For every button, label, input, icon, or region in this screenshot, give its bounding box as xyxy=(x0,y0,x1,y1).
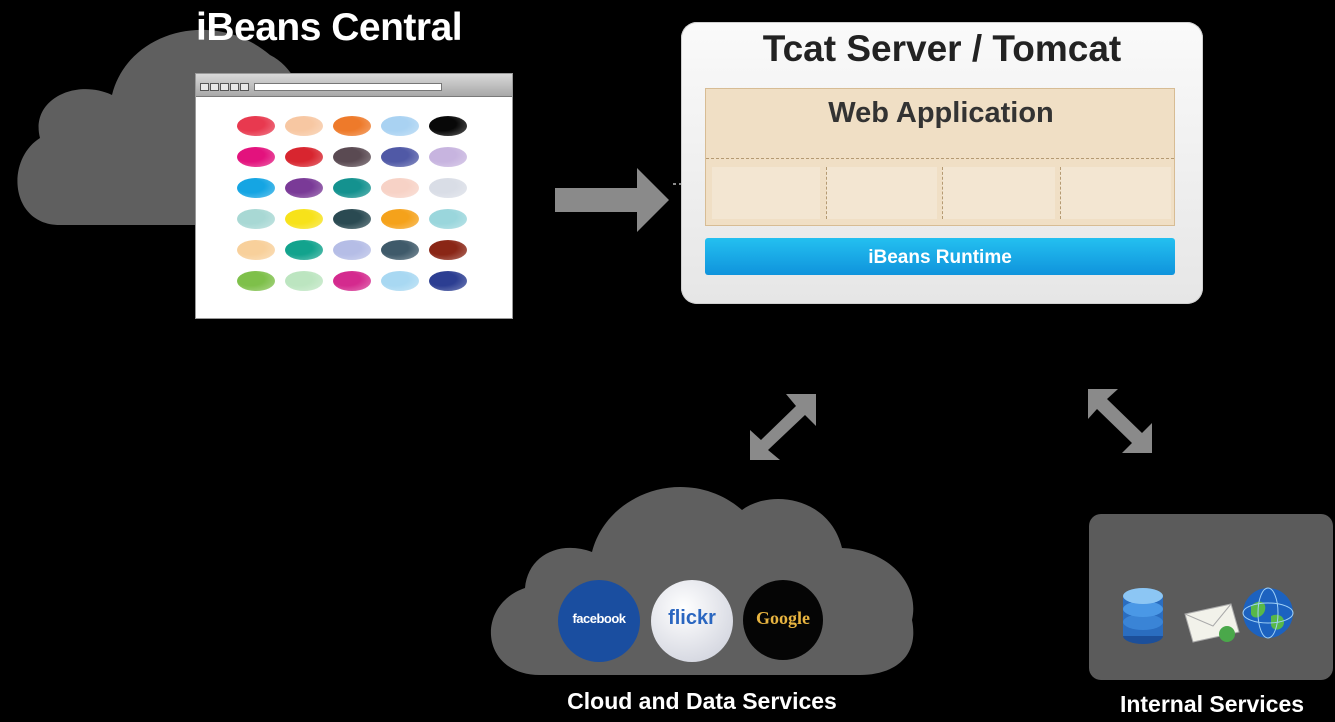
ibean-swatch xyxy=(381,178,419,198)
app-module xyxy=(712,167,820,219)
address-bar xyxy=(254,83,442,91)
ibean-swatch xyxy=(285,209,323,229)
ibean-swatch xyxy=(333,178,371,198)
ibean-swatch xyxy=(237,178,275,198)
web-application-label: Web Application xyxy=(828,97,1054,129)
ibean-swatch xyxy=(333,209,371,229)
ibean-swatch xyxy=(429,147,467,167)
google-logo-text: Google xyxy=(756,608,810,628)
ibean-swatch xyxy=(381,147,419,167)
ibean-swatch xyxy=(429,116,467,136)
ibeans-runtime-bar: iBeans Runtime xyxy=(705,238,1175,275)
ibean-swatch xyxy=(237,240,275,260)
globe-icon xyxy=(1242,587,1294,639)
cloud-services-label: Cloud and Data Services xyxy=(567,688,837,714)
ibean-swatch xyxy=(429,240,467,260)
app-module xyxy=(1060,167,1171,219)
database-icon xyxy=(1123,588,1163,644)
ibean-gallery xyxy=(196,74,512,318)
web-application-box: Web Application xyxy=(705,88,1175,226)
email-icon xyxy=(1184,603,1240,643)
app-module xyxy=(942,167,1055,219)
ibean-swatch xyxy=(333,147,371,167)
ibean-swatch xyxy=(285,178,323,198)
browser-window xyxy=(196,74,512,318)
ibean-swatch xyxy=(381,116,419,136)
double-arrow-icon xyxy=(750,394,816,460)
facebook-logo-icon: facebook xyxy=(558,580,640,662)
ibean-swatch xyxy=(381,209,419,229)
internal-services-box xyxy=(1089,514,1333,680)
ibean-swatch xyxy=(285,147,323,167)
back-button-icon xyxy=(200,83,209,91)
browser-toolbar xyxy=(196,74,512,97)
stop-button-icon xyxy=(230,83,239,91)
tcat-server-box: Tcat Server / Tomcat Web Application iBe… xyxy=(681,22,1203,304)
ibean-swatch xyxy=(333,271,371,291)
google-logo-icon: Google xyxy=(743,580,823,660)
ibean-swatch xyxy=(381,240,419,260)
reload-button-icon xyxy=(220,83,229,91)
flickr-logo-text: flickr xyxy=(668,607,716,629)
ibean-swatch xyxy=(429,178,467,198)
flickr-logo-icon: flickr xyxy=(651,580,733,662)
ibean-swatch xyxy=(381,271,419,291)
ibean-swatch xyxy=(429,209,467,229)
ibean-swatch xyxy=(285,240,323,260)
ibean-swatch xyxy=(285,271,323,291)
ibean-swatch xyxy=(429,271,467,291)
ibean-swatch xyxy=(237,116,275,136)
ibean-swatch xyxy=(237,271,275,291)
ibean-swatch xyxy=(333,116,371,136)
server-title: Tcat Server / Tomcat xyxy=(762,28,1122,69)
ibean-swatch xyxy=(333,240,371,260)
ibean-swatch xyxy=(285,116,323,136)
ibean-swatch xyxy=(237,209,275,229)
forward-button-icon xyxy=(210,83,219,91)
web-application-divider xyxy=(706,158,1174,159)
facebook-logo-text: facebook xyxy=(572,611,626,626)
app-module xyxy=(826,167,937,219)
central-title: iBeans Central xyxy=(196,6,463,49)
internal-services-label: Internal Services xyxy=(1119,691,1305,717)
double-arrow-icon xyxy=(1088,389,1152,453)
home-button-icon xyxy=(240,83,249,91)
ibeans-runtime-label: iBeans Runtime xyxy=(868,247,1012,268)
ibean-swatch xyxy=(237,147,275,167)
